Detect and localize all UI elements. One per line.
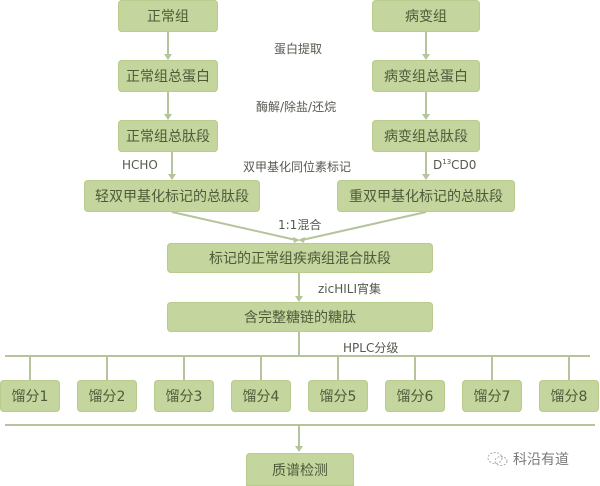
node-glycopeptides: 含完整糖链的糖肽 — [167, 302, 433, 332]
node-fraction-6: 馏分6 — [385, 380, 445, 412]
node-fraction-1: 馏分1 — [0, 380, 60, 412]
node-fraction-3: 馏分3 — [154, 380, 214, 412]
node-fraction-7: 馏分7 — [462, 380, 522, 412]
step-digestion: 酶解/除盐/还烷 — [256, 100, 337, 114]
node-fraction-5: 馏分5 — [308, 380, 368, 412]
reagent-heavy-sup: 13 — [442, 158, 452, 166]
step-mix: 1:1混合 — [278, 218, 322, 232]
node-disease-total-protein: 病变组总蛋白 — [372, 60, 480, 92]
reagent-heavy-rest: CD0 — [451, 158, 477, 172]
node-mixed-peptides: 标记的正常组疾病组混合肽段 — [167, 243, 433, 273]
reagent-heavy-d: D — [433, 158, 443, 172]
node-light-labeled-peptides: 轻双甲基化标记的总肽段 — [84, 180, 260, 212]
node-fraction-2: 馏分2 — [77, 380, 137, 412]
node-normal-total-peptides: 正常组总肽段 — [118, 120, 218, 152]
reagent-heavy: D13CD0 — [433, 158, 476, 172]
wechat-icon — [487, 451, 508, 467]
node-ms-detection: 质谱检测 — [246, 453, 354, 486]
node-normal-total-protein: 正常组总蛋白 — [118, 60, 218, 92]
node-normal-group: 正常组 — [118, 0, 218, 32]
node-fraction-4: 馏分4 — [231, 380, 291, 412]
step-hplc: HPLC分级 — [343, 341, 399, 355]
node-disease-group: 病变组 — [372, 0, 480, 32]
node-disease-total-peptides: 病变组总肽段 — [372, 120, 480, 152]
watermark-text: 科沿有道 — [513, 452, 569, 468]
node-fraction-8: 馏分8 — [539, 380, 599, 412]
step-enrichment: zicHILI宵集 — [318, 282, 382, 296]
reagent-hcho: HCHO — [122, 158, 158, 172]
node-heavy-labeled-peptides: 重双甲基化标记的总肽段 — [337, 180, 515, 212]
watermark: 科沿有道 — [487, 449, 569, 469]
step-protein-extraction: 蛋白提取 — [274, 42, 323, 56]
step-dimethyl-labeling: 双甲基化同位素标记 — [243, 160, 352, 174]
